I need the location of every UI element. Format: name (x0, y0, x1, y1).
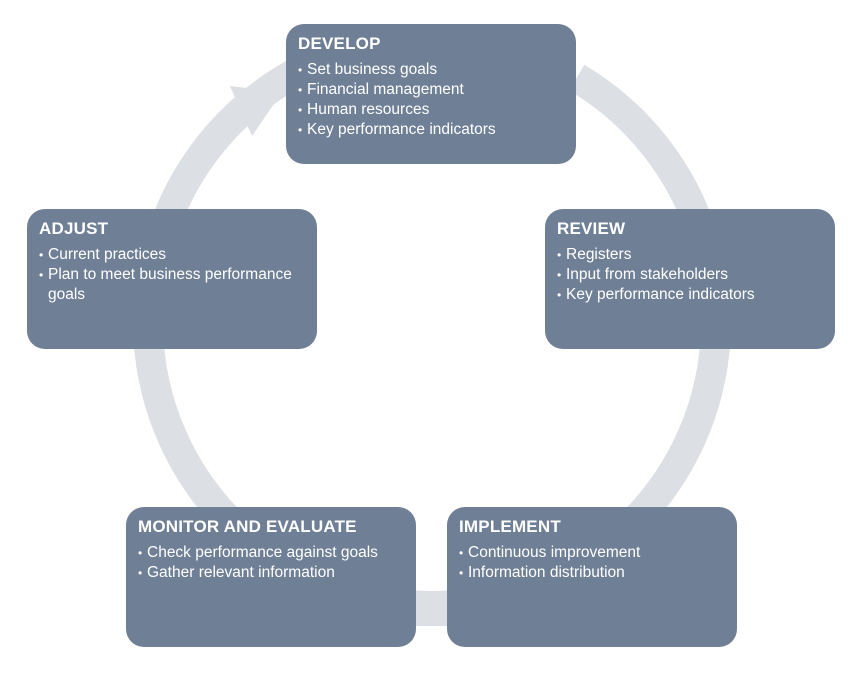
stage-review-title: REVIEW (557, 219, 626, 238)
stage-implement-title: IMPLEMENT (459, 517, 561, 536)
stage-adjust-items: Current practices Plan to meet business … (39, 245, 305, 305)
stage-implement-items: Continuous improvement Information distr… (459, 543, 725, 583)
list-item: Current practices (39, 245, 305, 265)
list-item: Key performance indicators (298, 120, 564, 140)
list-item: Set business goals (298, 60, 564, 80)
cycle-connector (414, 592, 450, 626)
cycle-arrowhead-icon (230, 86, 282, 136)
list-item: Input from stakeholders (557, 265, 823, 285)
list-item: Continuous improvement (459, 543, 725, 563)
list-item: Information distribution (459, 563, 725, 583)
list-item: Key performance indicators (557, 285, 823, 305)
list-item: Registers (557, 245, 823, 265)
stage-monitor-and-evaluate: MONITOR AND EVALUATE Check performance a… (126, 507, 416, 647)
stage-monitor-title: MONITOR AND EVALUATE (138, 517, 357, 536)
stage-develop-items: Set business goals Financial management … (298, 60, 564, 140)
stage-implement: IMPLEMENT Continuous improvement Informa… (447, 507, 737, 647)
list-item: Human resources (298, 100, 564, 120)
stage-monitor-items: Check performance against goals Gather r… (138, 543, 404, 583)
list-item: Gather relevant information (138, 563, 404, 583)
stage-adjust: ADJUST Current practices Plan to meet bu… (27, 209, 317, 349)
list-item: Check performance against goals (138, 543, 404, 563)
stage-develop-title: DEVELOP (298, 34, 381, 53)
stage-review: REVIEW Registers Input from stakeholders… (545, 209, 835, 349)
stage-review-items: Registers Input from stakeholders Key pe… (557, 245, 823, 305)
list-item: Financial management (298, 80, 564, 100)
list-item: Plan to meet business performance goals (39, 265, 305, 305)
stage-adjust-title: ADJUST (39, 219, 109, 238)
stage-develop: DEVELOP Set business goals Financial man… (286, 24, 576, 164)
